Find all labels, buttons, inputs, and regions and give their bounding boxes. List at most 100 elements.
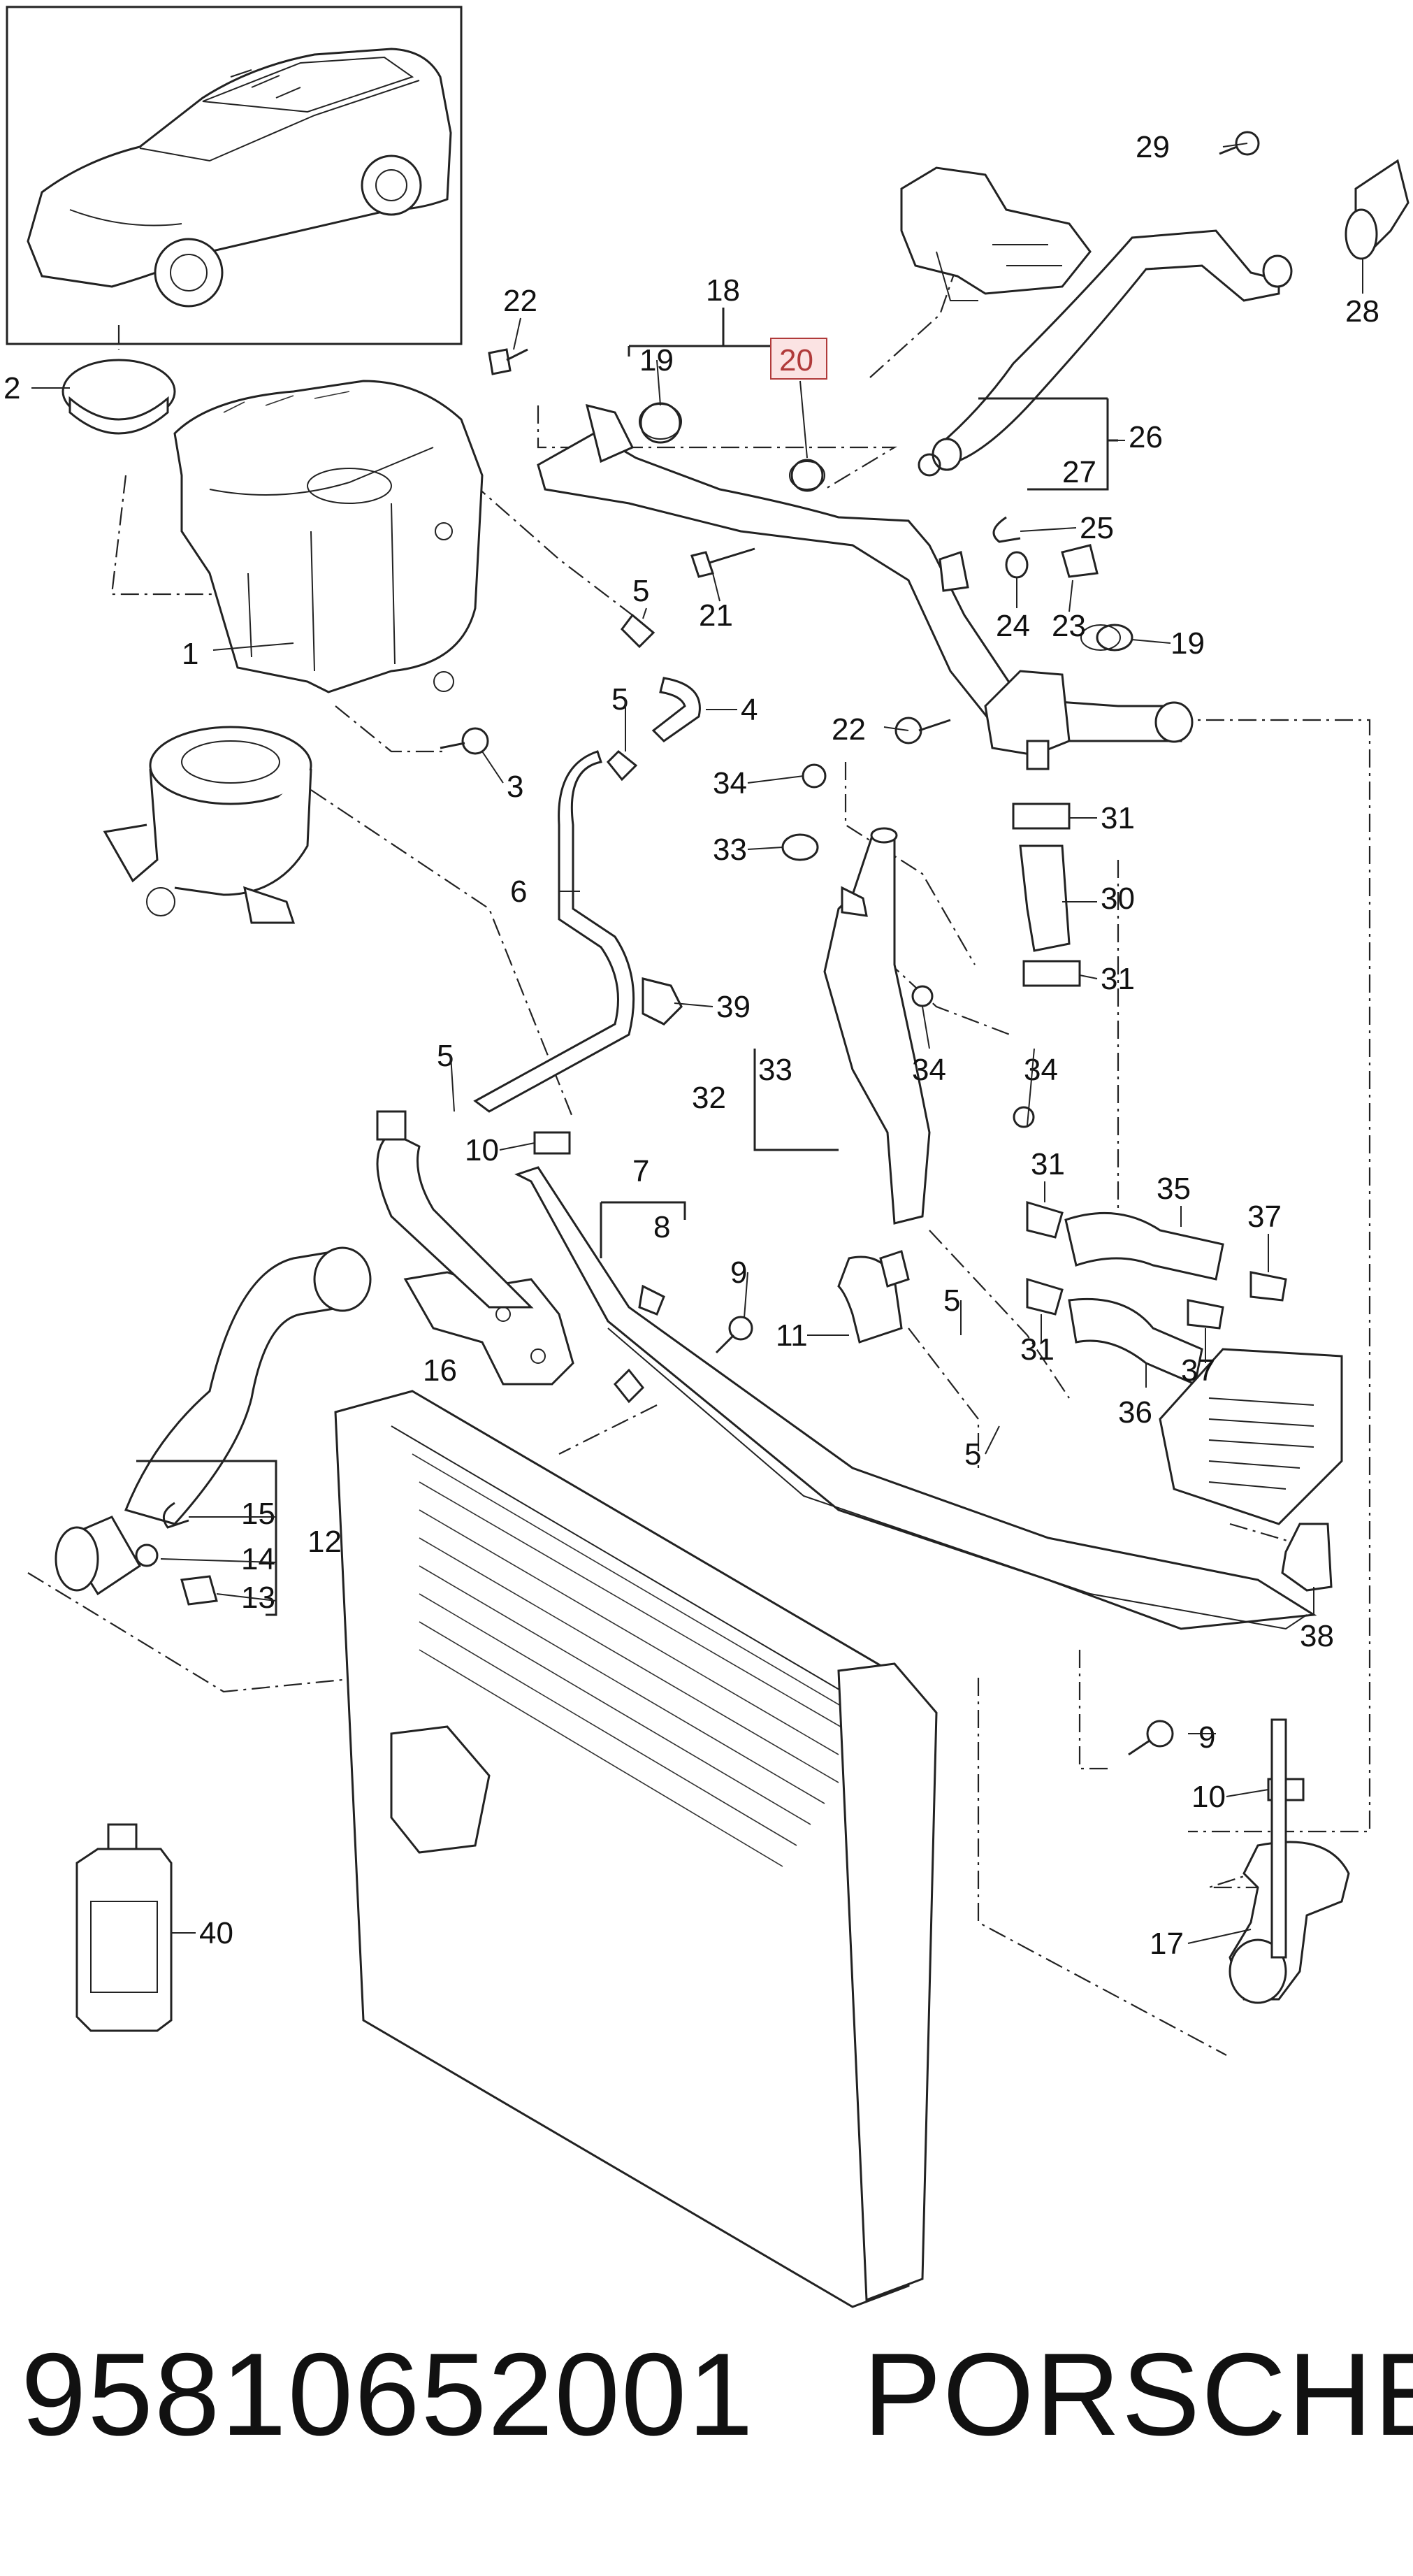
part-number: 95810652001	[21, 2329, 755, 2460]
tank-cap	[61, 359, 176, 435]
callout-31d: 31	[1020, 1332, 1055, 1367]
callout-8: 8	[653, 1210, 670, 1244]
screw-3	[440, 727, 489, 755]
footer: 95810652001 PORSCHE	[0, 2321, 1413, 2468]
hose-7	[514, 1166, 1317, 1630]
callout-3: 3	[507, 770, 523, 804]
hose-28	[1345, 159, 1410, 260]
callout-30: 30	[1101, 882, 1135, 916]
callout-21: 21	[699, 598, 733, 633]
o-ring-19-right	[1096, 624, 1133, 652]
bolt-34-low	[1013, 1106, 1035, 1128]
callout-31c: 31	[1031, 1147, 1065, 1181]
callout-2: 2	[3, 371, 20, 405]
vehicle-inset	[6, 6, 463, 345]
callout-39: 39	[716, 990, 751, 1024]
screw-9-lower	[1128, 1720, 1174, 1756]
callout-9a: 9	[730, 1255, 747, 1290]
callout-40: 40	[199, 1916, 233, 1950]
callout-36: 36	[1118, 1395, 1152, 1430]
callout-5a: 5	[632, 574, 649, 608]
callout-24: 24	[996, 609, 1030, 643]
coolant-expansion-tank	[173, 380, 484, 693]
callout-28: 28	[1345, 294, 1379, 329]
callout-23: 23	[1052, 609, 1086, 643]
clip-39	[642, 977, 683, 1026]
clamp-37-bottom	[1187, 1299, 1224, 1330]
callout-26: 26	[1129, 420, 1163, 454]
callout-35: 35	[1157, 1172, 1191, 1206]
bolt-22-top	[488, 348, 528, 375]
hose-11	[837, 1250, 910, 1344]
bolt-34-top	[802, 763, 827, 789]
callout-20: 20	[779, 343, 813, 377]
hose-17	[1229, 1718, 1350, 2004]
hose-36	[1026, 1277, 1203, 1386]
callout-17: 17	[1150, 1927, 1184, 1961]
clip-8	[638, 1284, 665, 1316]
secondary-reservoir	[103, 726, 312, 924]
clamp-37-top	[1249, 1271, 1287, 1302]
callout-18: 18	[706, 273, 740, 308]
o-ring-14	[135, 1544, 159, 1567]
callout-37a: 37	[1247, 1200, 1282, 1234]
o-ring-33	[781, 833, 819, 861]
callout-37b: 37	[1181, 1353, 1215, 1388]
o-ring-20	[790, 459, 824, 492]
oil-cooler	[1159, 1348, 1343, 1525]
bolt-21	[690, 547, 755, 578]
thermostat-housing	[900, 166, 1092, 301]
hose-26	[918, 229, 1293, 477]
callout-16: 16	[423, 1353, 457, 1388]
radiator	[334, 1390, 938, 2308]
clamp-10-top	[533, 1131, 571, 1155]
callout-34c: 34	[1024, 1053, 1058, 1087]
bracket-38	[1281, 1523, 1333, 1592]
sensor-23	[1061, 544, 1099, 578]
clip-15	[162, 1502, 189, 1529]
o-ring-19-top	[639, 402, 681, 444]
callout-9b: 9	[1198, 1720, 1215, 1755]
callout-25: 25	[1080, 511, 1114, 545]
callout-22a: 22	[503, 284, 537, 318]
sensor-13	[180, 1575, 218, 1606]
bolt-34-mid	[911, 985, 934, 1007]
callout-11: 11	[776, 1318, 808, 1353]
o-ring-24	[1005, 551, 1029, 579]
callout-14: 14	[241, 1542, 275, 1576]
screw-9-upper	[715, 1316, 753, 1354]
callout-27: 27	[1062, 455, 1096, 489]
brand-name: PORSCHE	[863, 2329, 1413, 2460]
callout-32: 32	[692, 1081, 726, 1115]
coolant-bottle	[75, 1823, 173, 2032]
callout-31b: 31	[1101, 962, 1135, 996]
callout-labels: 1 2 3 4 5 5 5 5 5 6 7 8 9 9 10 10 11 12 …	[3, 130, 1379, 1961]
clip-25	[992, 516, 1021, 543]
callout-29: 29	[1136, 130, 1170, 164]
callout-34b: 34	[912, 1053, 946, 1087]
coolant-pipe-32	[823, 827, 931, 1225]
hose-30	[1012, 740, 1081, 987]
callout-1: 1	[182, 637, 198, 671]
screw-29	[1219, 131, 1260, 156]
hose-7-lower	[376, 1110, 534, 1309]
callout-4: 4	[741, 693, 758, 727]
callout-7: 7	[632, 1154, 649, 1188]
callout-34a: 34	[713, 766, 747, 800]
callout-20-highlight	[770, 338, 827, 380]
coolant-pipe-18	[537, 403, 1194, 756]
hose-4	[606, 613, 701, 782]
callout-33b: 33	[758, 1053, 792, 1087]
hose-12	[55, 1246, 372, 1596]
callout-33a: 33	[713, 833, 747, 867]
callout-22b: 22	[832, 712, 866, 747]
callout-31a: 31	[1101, 801, 1135, 835]
callout-10b: 10	[1191, 1780, 1226, 1814]
callout-12: 12	[307, 1525, 342, 1559]
callout-5e: 5	[964, 1437, 981, 1472]
callout-6: 6	[510, 875, 527, 909]
callout-19b: 19	[1171, 626, 1205, 661]
callout-leaders	[31, 143, 1363, 1944]
hose-6	[473, 750, 683, 1113]
